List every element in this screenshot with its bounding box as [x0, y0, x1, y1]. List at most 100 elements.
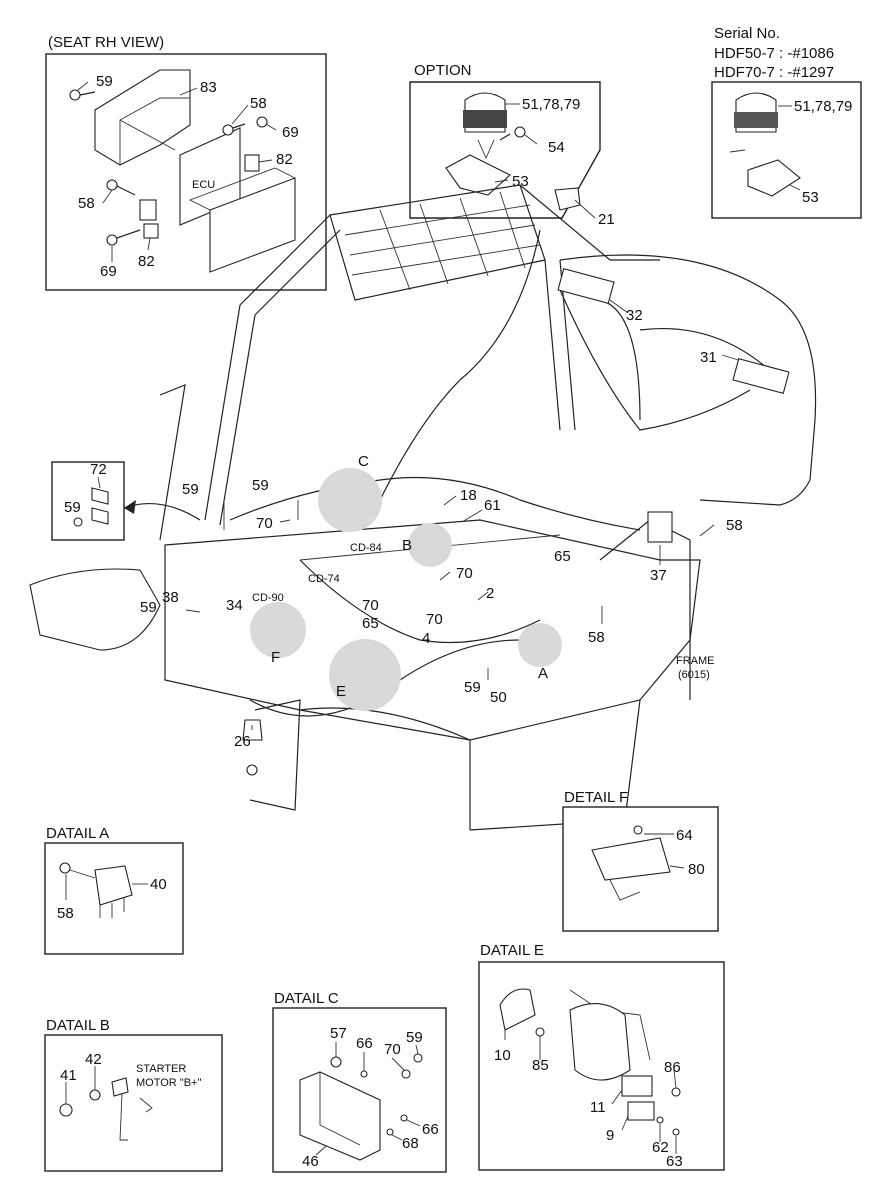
- callout-cd74: CD-74: [308, 573, 340, 585]
- frame-number: (6015): [678, 669, 710, 681]
- detail-a-title: DATAIL A: [46, 825, 109, 842]
- serial-number-block: Serial No. HDF50-7 : -#1086 HDF70-7 : -#…: [714, 25, 834, 81]
- detail-c-label-70: 70: [384, 1041, 401, 1058]
- callout-E: E: [336, 683, 346, 700]
- solenoid-40: [94, 865, 133, 906]
- option-label-54: 54: [548, 139, 565, 156]
- detail-e-label-63: 63: [666, 1153, 683, 1170]
- detail-e-marker: [329, 639, 401, 711]
- callout-34: 34: [226, 597, 243, 614]
- detail-f-label-64: 64: [676, 827, 693, 844]
- detail-b-marker: [408, 523, 452, 567]
- callout-70d: 70: [426, 611, 443, 628]
- detail-a-panel: DATAIL A 40 58: [44, 825, 184, 955]
- callout-65b: 65: [554, 548, 571, 565]
- detail-b-frame: [44, 1034, 223, 1172]
- seat-rh-view-panel: (SEAT RH VIEW) ECU 59 83 58 69: [45, 34, 327, 291]
- callout-61: 61: [484, 497, 501, 514]
- seat-label-58b: 58: [78, 195, 95, 212]
- bracket-arrow: [123, 503, 201, 521]
- detail-e-label-62: 62: [652, 1139, 669, 1156]
- option-panel: OPTION 51,78,79 54 53: [409, 62, 601, 219]
- detail-b-starter-2: MOTOR "B+": [136, 1077, 201, 1089]
- callout-32: 32: [626, 307, 643, 324]
- seat-rh-title: (SEAT RH VIEW): [48, 34, 164, 51]
- bracket-83-shape: [94, 69, 191, 166]
- option-title: OPTION: [414, 62, 472, 79]
- seat-label-58a: 58: [250, 95, 267, 112]
- callout-50: 50: [490, 689, 507, 706]
- detail-f-title: DETAIL F: [564, 789, 628, 806]
- callout-F: F: [271, 649, 280, 666]
- seat-label-69b: 69: [100, 263, 117, 280]
- callout-58a: 58: [588, 629, 605, 646]
- callout-26: 26: [234, 733, 251, 750]
- detail-c-label-57: 57: [330, 1025, 347, 1042]
- serial-option-panel: 51,78,79 53: [711, 81, 862, 219]
- serial-title: Serial No.: [714, 25, 780, 42]
- detail-b-label-41: 41: [60, 1067, 77, 1084]
- seat-label-83: 83: [200, 79, 217, 96]
- callout-65a: 65: [362, 615, 379, 632]
- detail-c-label-59: 59: [406, 1029, 423, 1046]
- callout-70a: 70: [256, 515, 273, 532]
- detail-c-label-66a: 66: [356, 1035, 373, 1052]
- detail-c-marker: [318, 468, 382, 532]
- main-leaders: [185, 199, 739, 730]
- bracket-inset: 72 59: [51, 461, 201, 541]
- callout-59d: 59: [464, 679, 481, 696]
- option-label-lamp: 51,78,79: [522, 96, 580, 113]
- detail-e-label-11: 11: [590, 1099, 606, 1116]
- callout-37: 37: [650, 567, 667, 584]
- callout-70b: 70: [456, 565, 473, 582]
- detail-f-label-80: 80: [688, 861, 705, 878]
- callout-70c: 70: [362, 597, 379, 614]
- callout-59a: 59: [182, 481, 199, 498]
- detail-a-label-58: 58: [57, 905, 74, 922]
- callout-C: C: [358, 453, 369, 470]
- serial-option-label-53: 53: [802, 189, 819, 206]
- callout-cd84: CD-84: [350, 542, 382, 554]
- detail-f-panel: DETAIL F 64 80: [562, 789, 719, 932]
- detail-e-label-86: 86: [664, 1059, 681, 1076]
- detail-c-panel: DATAIL C 57 66 70 59 66 68 46: [272, 990, 447, 1173]
- callout-38: 38: [162, 589, 179, 606]
- detail-e-title: DATAIL E: [480, 942, 544, 959]
- callout-59c: 59: [140, 599, 157, 616]
- detail-f-marker: [250, 602, 306, 658]
- callout-B: B: [402, 537, 412, 554]
- detail-e-label-9: 9: [606, 1127, 614, 1144]
- ecu-label: ECU: [192, 179, 215, 191]
- callout-18: 18: [460, 487, 477, 504]
- detail-b-starter-1: STARTER: [136, 1063, 186, 1075]
- detail-c-title: DATAIL C: [274, 990, 339, 1007]
- detail-e-panel: DATAIL E 10 85 86 11 9 62 63: [478, 942, 725, 1171]
- detail-e-label-85: 85: [532, 1057, 549, 1074]
- washer-42: [89, 1089, 101, 1101]
- serial-line-1: HDF50-7 : -#1086: [714, 45, 834, 62]
- frame-label: FRAME: [676, 655, 715, 667]
- nut-41: [59, 1103, 73, 1117]
- truck-frame-illustration: [29, 184, 817, 831]
- callout-A: A: [538, 665, 548, 682]
- callout-21: 21: [598, 211, 615, 228]
- accelerator-pedal: [591, 837, 671, 881]
- detail-b-title: DATAIL B: [46, 1017, 110, 1034]
- detail-a-label-40: 40: [150, 876, 167, 893]
- detail-b-panel: DATAIL B 41 42 STARTER MOTOR "B+": [44, 1017, 223, 1172]
- seat-label-59: 59: [96, 73, 113, 90]
- callout-4: 4: [422, 630, 430, 647]
- detail-e-label-10: 10: [494, 1047, 511, 1064]
- seat-label-82b: 82: [138, 253, 155, 270]
- detail-c-label-46: 46: [302, 1153, 319, 1170]
- serial-option-label-lamp: 51,78,79: [794, 98, 852, 115]
- seat-label-82a: 82: [276, 151, 293, 168]
- seat-label-69a: 69: [282, 124, 299, 141]
- detail-b-label-42: 42: [85, 1051, 102, 1068]
- bracket-label-72: 72: [90, 461, 107, 478]
- callout-2: 2: [486, 585, 494, 602]
- bracket-inset-frame: [51, 461, 125, 541]
- detail-c-label-68: 68: [402, 1135, 419, 1152]
- main-callouts: 21 32 31 18 61 59 59 70 C CD-84 B CD-74 …: [140, 211, 743, 750]
- bracket-label-59: 59: [64, 499, 81, 516]
